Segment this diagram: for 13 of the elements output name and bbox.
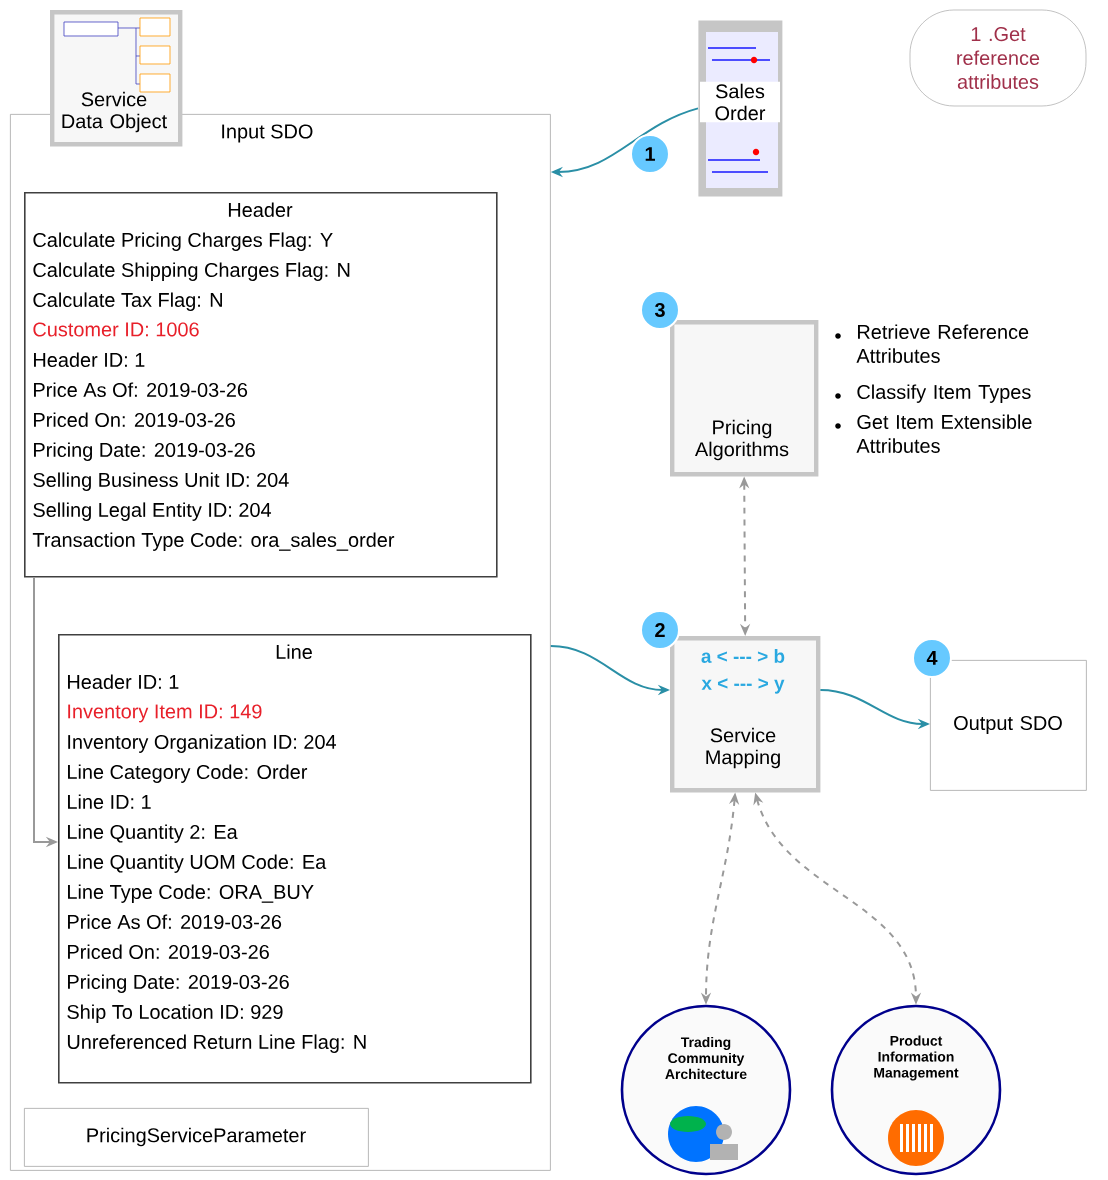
callout-number: 3 <box>640 290 680 330</box>
data-box: Header Calculate Pricing Charges Flag: Y Calculate Shipping Charges Flag: N Calculate Tax Flag: N Customer ID: 1006 Header ID: 1 Price As Of: 2019-03-26 Priced On: 2019-03-26 Pricing Date: 2019-03-26 Selling Business Unit ID: 204 Selling Legal Entity ID: 204 Transaction Type Code: ora_sales_order <box>24 192 498 578</box>
parameter-box: PricingServiceParameter <box>24 1108 369 1167</box>
bullet-item: Classify Item Types <box>835 384 1031 403</box>
callout-number: 4 <box>912 638 952 678</box>
process-box: Pricing Algorithms <box>670 320 819 477</box>
callout-number: 1 <box>630 134 670 174</box>
document-node: Sales Order <box>698 20 783 197</box>
bullet-item: Retrieve Reference Attributes <box>835 324 1029 363</box>
callout-number: 2 <box>640 610 680 650</box>
bullet-item: Get Item Extensible Attributes <box>835 414 1032 453</box>
process-box: a < --- > b x < --- > y Service Mapping <box>670 636 821 793</box>
data-box: Line Header ID: 1 Inventory Item ID: 149 Inventory Organization ID: 204 Line Category Code: Order Line ID: 1 Line Quantity 2: Ea Line Quantity UOM Code: Ea Line Type Code: ORA_BUY Price As Of: 2019-03-26 Priced On: 2019-03-26 Pricing Date: 2019-03-26 Ship To Location ID: 929 Unreferenced Return Line Flag: N <box>58 634 532 1084</box>
